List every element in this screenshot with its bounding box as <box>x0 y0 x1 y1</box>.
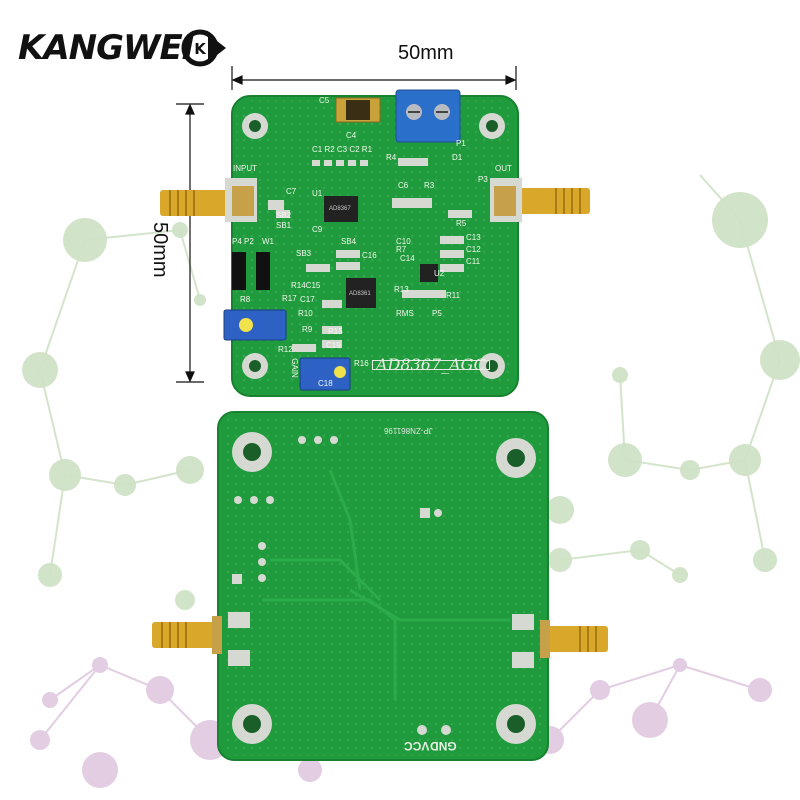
brand-logo-icon: K <box>181 29 226 67</box>
label-p4p2: P4 P2 <box>232 237 254 246</box>
label-r8: R8 <box>240 295 251 304</box>
label-c17: C17 <box>300 295 315 304</box>
label-r12: R12 <box>278 345 293 354</box>
sma-output-connector <box>490 178 590 222</box>
label-c10: C10 <box>396 237 411 246</box>
label-sb1: SB1 <box>276 221 292 230</box>
label-sb4: SB4 <box>341 237 357 246</box>
brand-name: KANGWEI <box>18 28 194 68</box>
label-p3: P3 <box>478 175 488 184</box>
label-r11: R11 <box>446 291 461 300</box>
label-c6: C6 <box>398 181 409 190</box>
label-u2: U2 <box>434 269 445 278</box>
chip-u3-marking: AD8361 <box>349 291 371 297</box>
label-c14: C14 <box>400 254 415 263</box>
chip-u1-marking: AD8367 <box>329 206 351 212</box>
potentiometer-icon <box>223 309 351 391</box>
label-c11: C11 <box>466 257 481 266</box>
label-r3: R3 <box>424 181 435 190</box>
label-c13: C13 <box>466 233 481 242</box>
label-c5: C5 <box>319 96 330 105</box>
label-c7: C7 <box>286 187 297 196</box>
label-c1-r2-c3-c2-r1: C1 R2 C3 C2 R1 <box>312 145 373 154</box>
label-u1: U1 <box>312 189 323 198</box>
label-r5: R5 <box>456 219 467 228</box>
sma-input-connector <box>160 178 257 222</box>
label-sb2: SB2 <box>276 211 292 220</box>
label-r4: R4 <box>386 153 397 162</box>
label-sb3: SB3 <box>296 249 312 258</box>
power-terminal-block <box>395 89 461 143</box>
label-c18: C18 <box>318 379 333 388</box>
label-c12: C12 <box>466 245 481 254</box>
back-board-code: JP-ZN861196 <box>384 426 433 435</box>
label-c4: C4 <box>346 131 357 140</box>
label-r14-c15: R14C15 <box>291 281 321 290</box>
label-c16: C16 <box>362 251 377 260</box>
label-out: OUT <box>495 164 512 173</box>
label-vcc: VCC <box>404 739 430 753</box>
height-dimension-label: 50mm <box>149 222 171 278</box>
label-w1: W1 <box>262 237 274 246</box>
label-r16: R16 <box>354 359 369 368</box>
width-dimension-label: 50mm <box>398 42 454 64</box>
board-title: AD8367_AGC <box>372 357 490 373</box>
label-input: INPUT <box>233 164 257 173</box>
label-c19: C19 <box>326 341 341 350</box>
label-c9: C9 <box>312 225 323 234</box>
label-rms: RMS <box>396 309 414 318</box>
label-gnd: GND <box>430 739 457 753</box>
brand-logo-letter: K <box>194 40 207 58</box>
label-d1: D1 <box>452 153 463 162</box>
label-r10: R10 <box>298 309 313 318</box>
label-r9: R9 <box>302 325 313 334</box>
label-p5: P5 <box>432 309 442 318</box>
label-p1: P1 <box>456 139 466 148</box>
label-r13: R13 <box>394 285 409 294</box>
label-r7: R7 <box>396 245 407 254</box>
label-r17: R17 <box>282 294 297 303</box>
label-r15: R15 <box>328 327 343 336</box>
